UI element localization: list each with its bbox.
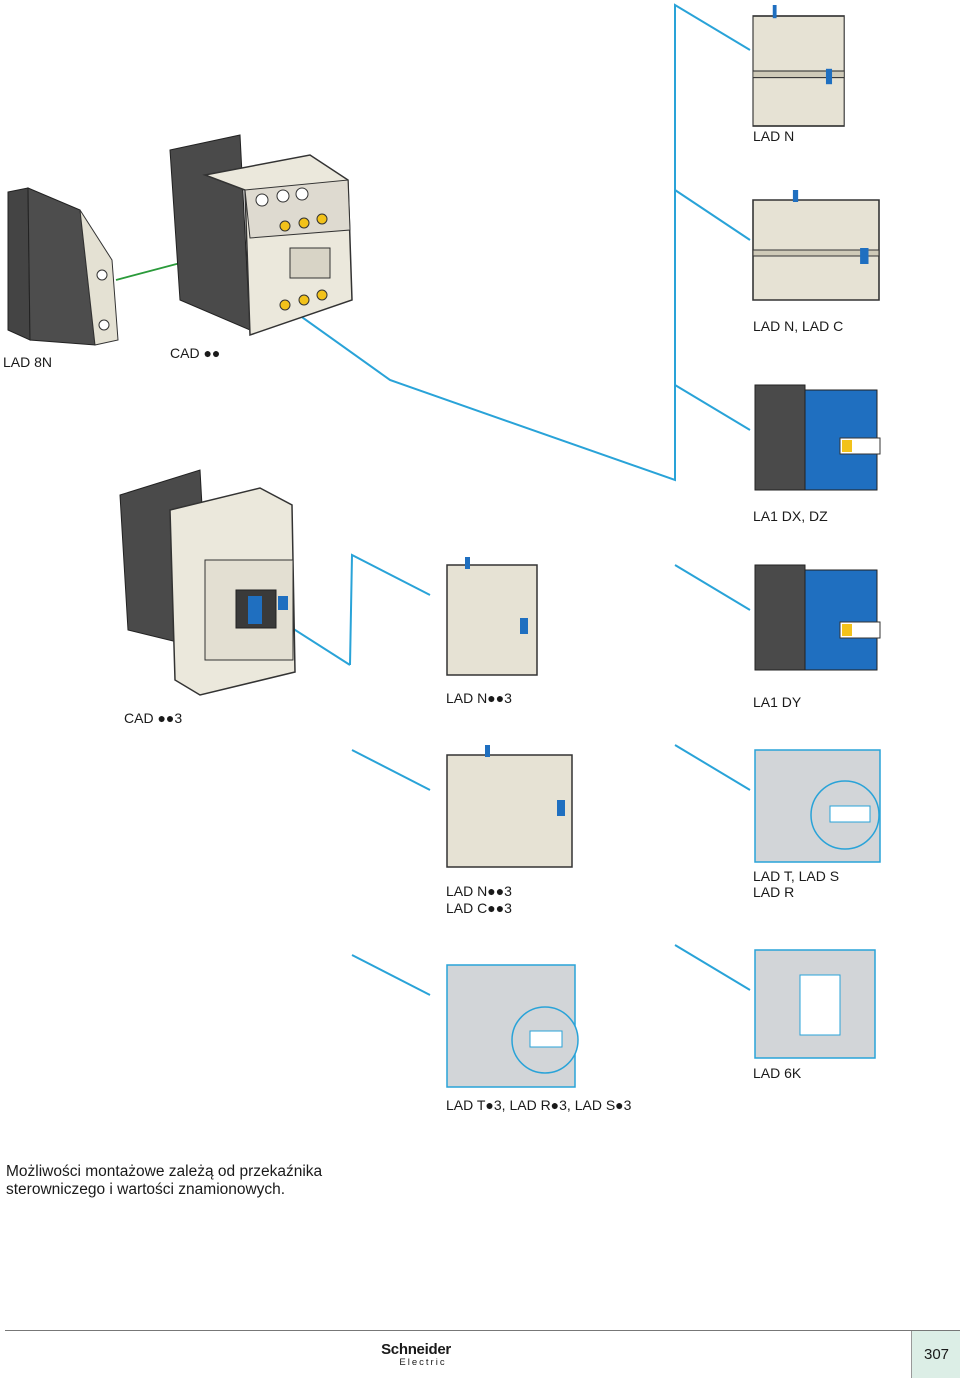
lad-n-lad-c-module-image	[752, 190, 880, 301]
logo-brand-sub: Electric	[399, 1357, 447, 1368]
label-lad-n3-b: LAD N●●3	[446, 883, 512, 899]
logo-brand: Schneider	[381, 1341, 451, 1358]
schneider-logo: Schneider Electric	[375, 1342, 457, 1368]
lad-8n-module	[7, 187, 119, 346]
note-line-2: sterowniczego i wartości znamionowych.	[6, 1180, 286, 1198]
label-lad-t3: LAD T●3, LAD R●3, LAD S●3	[446, 1097, 632, 1113]
mounting-note: Możliwości montażowe zależą od przekaźni…	[6, 1163, 322, 1198]
lad-t-lad-s-timer-image	[754, 749, 881, 863]
label-lad-t-lad-s: LAD T, LAD S	[753, 868, 840, 884]
cad-3-contactor	[119, 469, 296, 696]
note-line-1: Możliwości montażowe zależą od przekaźni…	[6, 1163, 323, 1180]
connector-lines	[214, 3, 751, 996]
footer-rule	[5, 1330, 960, 1331]
label-lad-6k: LAD 6K	[753, 1065, 802, 1081]
lad-t3-timer-image	[446, 964, 579, 1088]
label-cad: CAD ●●	[170, 345, 221, 361]
la1-dy-module-image	[754, 564, 881, 671]
lad-n3-lad-c3-module-image	[446, 745, 573, 868]
lad-n3-module-image	[446, 557, 538, 676]
lad-6k-module-image	[754, 949, 876, 1059]
label-lad-r: LAD R	[753, 884, 795, 900]
label-lad-c3: LAD C●●3	[446, 900, 512, 916]
la1-dx-dz-module-image	[754, 384, 881, 491]
label-lad-n-lad-c: LAD N, LAD C	[753, 318, 844, 334]
label-lad-8n: LAD 8N	[3, 354, 53, 370]
label-la1-dx-dz: LA1 DX, DZ	[753, 508, 828, 524]
label-lad-n3: LAD N●●3	[446, 690, 512, 706]
label-la1-dy: LA1 DY	[753, 694, 802, 710]
page-number: 307	[923, 1346, 950, 1363]
page-number-box: 307	[911, 1331, 960, 1378]
lad-n-module-image	[752, 5, 846, 127]
cad-contactor	[169, 134, 353, 337]
label-lad-n: LAD N	[753, 128, 795, 144]
label-cad-3: CAD ●●3	[124, 710, 183, 726]
